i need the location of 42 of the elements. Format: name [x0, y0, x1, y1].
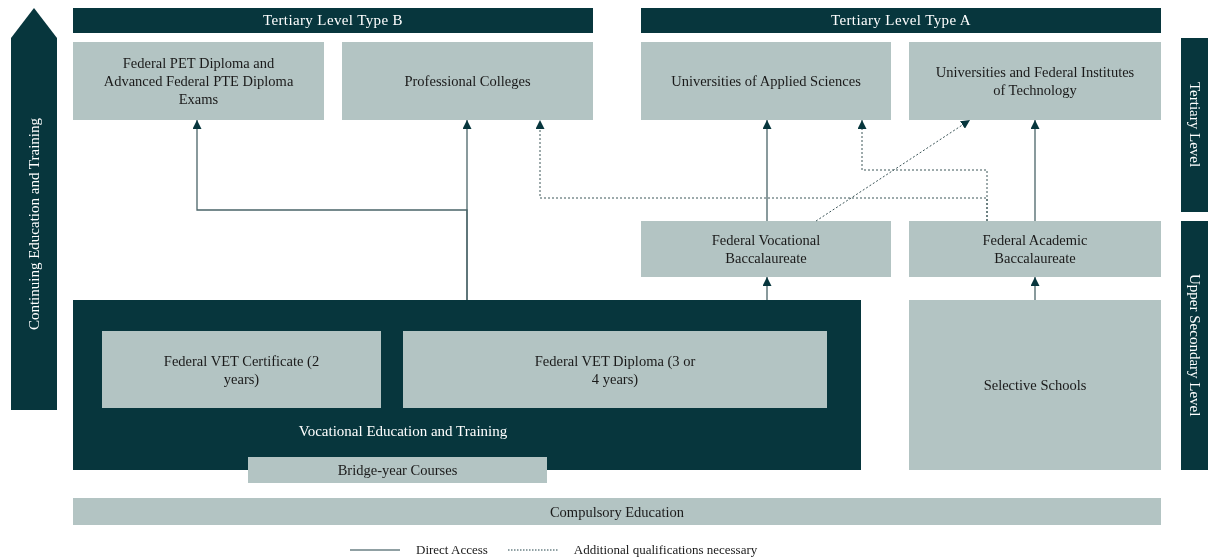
- node-label: Federal Vocational Baccalaureate: [710, 231, 822, 267]
- institution-box: [909, 42, 1161, 120]
- institution-box: [342, 42, 593, 120]
- arrow: [462, 119, 472, 301]
- education-bar: [73, 498, 1161, 525]
- arrow: [1030, 276, 1040, 301]
- legend-label: Direct Access: [416, 541, 488, 558]
- qualification-box: [909, 221, 1161, 277]
- node-label: Federal VET Diploma (3 or 4 years): [533, 351, 697, 388]
- node-label: Federal Academic Baccalaureate: [981, 231, 1089, 267]
- institution-box: [641, 42, 891, 120]
- arrow: [762, 276, 772, 301]
- certificate-box: [102, 331, 381, 408]
- node-label: Universities and Federal Institutes of Technology: [935, 63, 1135, 99]
- node-label: Tertiary Level Type A: [830, 11, 971, 31]
- arrow: [1030, 119, 1040, 222]
- level-header: [73, 8, 593, 33]
- level-band: [1181, 38, 1208, 212]
- institution-box: [73, 42, 324, 120]
- arrow: [815, 119, 971, 222]
- node-label: Federal VET Certificate (2 years): [162, 351, 321, 388]
- node-label: Universities of Applied Sciences: [671, 72, 861, 90]
- node-label: Federal PET Diploma and Advanced Federal PTE Diploma Exams: [102, 54, 295, 108]
- node-label: Tertiary Level Type B: [262, 11, 403, 31]
- node-label: Upper Secondary Level: [1185, 274, 1204, 417]
- level-header: [641, 8, 1161, 33]
- node-label: Compulsory Education: [549, 502, 685, 521]
- node-label: Selective Schools: [983, 376, 1087, 394]
- node-label: Professional Colleges: [404, 72, 531, 90]
- node-label: Vocational Education and Training: [298, 422, 508, 441]
- arrow: [762, 119, 772, 222]
- qualification-box: [641, 221, 891, 277]
- node-label: Bridge-year Courses: [337, 461, 458, 479]
- legend-label: Additional qualifications necessary: [573, 541, 758, 558]
- arrow: [857, 119, 988, 222]
- school-box: [909, 300, 1161, 470]
- node-label: Tertiary Level: [1185, 82, 1204, 168]
- continuing-education-arrow: [11, 8, 57, 410]
- level-band: [1181, 221, 1208, 470]
- node-label: Continuing Education and Training: [24, 117, 43, 331]
- diploma-box: [403, 331, 827, 408]
- course-box: [248, 457, 547, 483]
